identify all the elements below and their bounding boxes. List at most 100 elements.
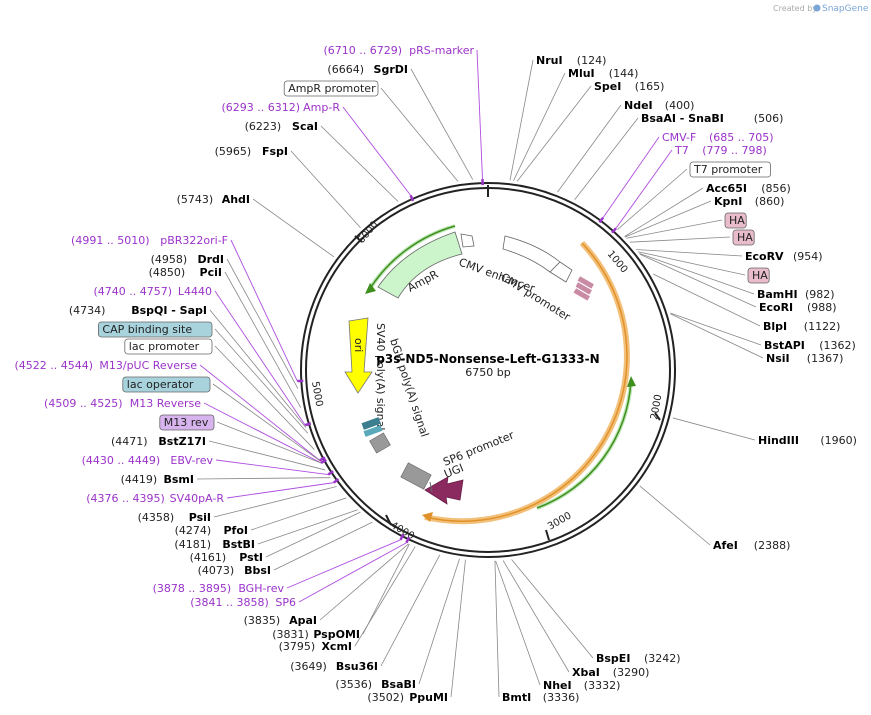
right-label-21-name[interactable]: BspEI	[596, 652, 630, 665]
feature-arrow-AmpR[interactable]	[377, 231, 463, 299]
left-label-22-name[interactable]: PsiI	[189, 511, 211, 524]
right-label-19-name[interactable]: HindIII	[758, 434, 799, 447]
feature-arrow-UGI[interactable]	[424, 476, 464, 505]
left-label-33-name[interactable]: BsaBI	[381, 678, 416, 691]
left-label-8-pos: (4958)	[151, 253, 188, 266]
left-label-5-name[interactable]: FspI	[262, 145, 288, 158]
left-label-0-pos: (6710 .. 6729)	[323, 44, 402, 57]
left-label-18-name[interactable]: BstZ17I	[158, 435, 206, 448]
tick-6000: 6000	[356, 219, 381, 246]
left-label-1-name[interactable]: SgrDI	[374, 63, 408, 76]
right-label-12-name[interactable]: EcoRV	[745, 250, 784, 263]
right-label-8-name[interactable]: Acc65I	[706, 182, 747, 195]
credit-brand[interactable]: SnapGene	[822, 4, 869, 14]
right-label-6-name[interactable]: T7	[674, 144, 689, 157]
left-label-25-name[interactable]: PstI	[239, 551, 263, 564]
left-label-28-name[interactable]: SP6	[275, 596, 296, 609]
right-label-2-name[interactable]: SpeI	[594, 80, 621, 93]
left-label-1-pos: (6664)	[327, 63, 364, 76]
right-label-7-name[interactable]: T7 promoter	[693, 163, 763, 176]
left-label-21-name[interactable]: SV40pA-R	[170, 492, 225, 505]
left-label-7-name[interactable]: pBR322ori-F	[160, 234, 228, 247]
feature-box-bGH-polyA[interactable]	[400, 462, 432, 490]
left-label-32-pos: (3649)	[290, 660, 327, 673]
left-label-10-pos: (4740 .. 4757)	[93, 285, 172, 298]
feature-arrow-CMV-promoter[interactable]	[549, 261, 573, 283]
feature-box-lac-region[interactable]	[361, 417, 383, 437]
left-label-23-name[interactable]: PfoI	[224, 524, 249, 537]
feature-arrow-CMV-enhancer[interactable]	[502, 235, 561, 273]
left-label-2-name[interactable]: AmpR promoter	[288, 82, 376, 95]
right-label-5-pos: (685 .. 705)	[709, 131, 774, 144]
left-label-31-pos: (3795)	[279, 640, 316, 653]
right-label-13-name[interactable]: HA	[752, 269, 768, 282]
left-label-12-name[interactable]: CAP binding site	[102, 323, 192, 336]
leader-line	[639, 253, 755, 295]
feature-site-mark	[327, 470, 334, 476]
right-label-10-name-box	[724, 212, 747, 229]
right-label-13-name-box	[747, 267, 770, 284]
right-label-15-pos: (988)	[807, 301, 837, 314]
left-label-34-name[interactable]: PpuMI	[409, 691, 448, 704]
left-label-16-name[interactable]: M13 Reverse	[130, 397, 201, 410]
left-label-30-name[interactable]: PspOMI	[313, 628, 360, 641]
left-label-32-name[interactable]: Bsu36I	[336, 660, 378, 673]
right-label-5-name[interactable]: CMV-F	[662, 131, 696, 144]
right-label-20-name[interactable]: AfeI	[713, 539, 738, 552]
right-label-14-name[interactable]: BamHI	[757, 288, 798, 301]
left-label-18-pos: (4471)	[111, 435, 148, 448]
left-label-27-pos: (3878 .. 3895)	[153, 582, 232, 595]
right-label-9-name[interactable]: KpnI	[714, 195, 742, 208]
left-label-10-name[interactable]: L4440	[178, 285, 212, 298]
left-label-15-name-box	[122, 376, 211, 393]
left-label-17-name[interactable]: M13 rev	[164, 416, 209, 429]
left-label-29-pos: (3835)	[244, 614, 281, 627]
left-label-29-name[interactable]: ApaI	[289, 614, 317, 627]
leader-line	[476, 49, 483, 180]
leader-line	[509, 59, 534, 181]
right-label-4-name[interactable]: BsaAI - SnaBI	[641, 112, 724, 125]
right-label-14-pos: (982)	[805, 288, 835, 301]
leader-line	[624, 187, 704, 237]
feature-arrow-ori[interactable]	[344, 317, 373, 394]
left-label-27-name[interactable]: BGH-rev	[238, 582, 284, 595]
left-label-22-pos: (4358)	[138, 511, 175, 524]
feature-site-mark	[598, 216, 605, 224]
right-label-18-name[interactable]: NsiI	[766, 352, 790, 365]
right-label-11-name[interactable]: HA	[737, 231, 753, 244]
left-label-3-name[interactable]: Amp-R	[303, 101, 340, 114]
right-label-16-name[interactable]: BlpI	[763, 320, 787, 333]
right-label-3-name[interactable]: NdeI	[624, 99, 653, 112]
left-label-6-name[interactable]: AhdI	[222, 193, 250, 206]
right-label-15-name[interactable]: EcoRI	[759, 301, 793, 314]
left-label-31-name[interactable]: XcmI	[321, 640, 352, 653]
left-label-13-name[interactable]: lac promoter	[129, 340, 200, 353]
right-label-10-name[interactable]: HA	[729, 214, 745, 227]
right-label-0-name[interactable]: NruI	[536, 54, 563, 67]
leader-line	[626, 219, 723, 239]
feature-arrow-ampr-promoter[interactable]	[460, 233, 475, 248]
left-label-11-name[interactable]: BspQI - SapI	[131, 304, 207, 317]
left-label-14-name[interactable]: M13/pUC Reverse	[99, 359, 197, 372]
feature-box-SV40-polyA[interactable]	[369, 432, 391, 454]
left-label-4-name[interactable]: ScaI	[292, 120, 318, 133]
left-label-19-pos: (4430 .. 4449)	[82, 454, 161, 467]
right-label-4-pos: (506)	[754, 112, 784, 125]
feature-site-mark	[409, 194, 415, 202]
left-label-19-name[interactable]: EBV-rev	[170, 454, 213, 467]
tick-5000: 5000	[309, 381, 324, 408]
right-label-22-name[interactable]: XbaI	[572, 666, 600, 679]
right-label-24-name[interactable]: BmtI	[502, 691, 531, 704]
left-label-20-name[interactable]: BsmI	[164, 473, 195, 486]
backbone-outer	[300, 182, 676, 558]
left-label-0-name[interactable]: pRS-marker	[409, 44, 474, 57]
left-label-15-name[interactable]: lac operator	[127, 378, 194, 391]
left-label-9-name[interactable]: PciI	[200, 266, 222, 279]
right-label-23-name[interactable]: NheI	[543, 679, 572, 692]
left-label-26-name[interactable]: BbsI	[244, 564, 271, 577]
leader-line	[636, 249, 743, 257]
left-label-8-name[interactable]: DrdI	[197, 253, 224, 266]
left-label-24-name[interactable]: BstBI	[222, 538, 255, 551]
right-label-1-name[interactable]: MluI	[568, 67, 595, 80]
right-label-17-name[interactable]: BstAPI	[764, 339, 805, 352]
